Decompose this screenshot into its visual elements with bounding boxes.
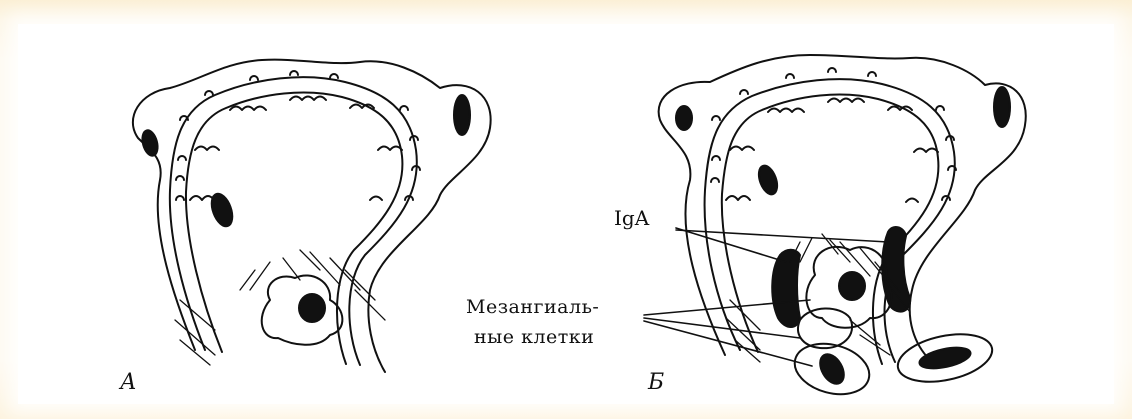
- panel-a-mesangial-nucleus: [299, 294, 325, 322]
- panel-a-podocyte-nucleus-left: [140, 129, 160, 158]
- panel-b-podocyte-nucleus-right: [994, 87, 1010, 127]
- panel-a-podocyte-nucleus-right: [454, 95, 470, 135]
- panel-b-foot-processes: [711, 68, 956, 200]
- panel-a-capillary-loop: [133, 60, 491, 372]
- mesangial-cells-label-line1: Мезангиаль-: [466, 296, 599, 318]
- panel-a-label: А: [120, 370, 137, 395]
- panel-b-capillary-loop: [659, 55, 1026, 402]
- panel-b-mesangial-nucleus: [839, 272, 865, 300]
- mesangial-cells-label-line2: ные клетки: [474, 326, 594, 348]
- panel-b-endothelial-nucleus: [755, 163, 780, 197]
- panel-a-foot-processes: [176, 71, 420, 200]
- panel-b-endothelium: [726, 99, 938, 203]
- panel-b-podocyte-nucleus-left: [676, 106, 692, 130]
- panel-a-endothelium: [190, 97, 402, 201]
- panel-b-cell-bottom-right-nucleus: [918, 344, 973, 372]
- panel-b-label: Б: [648, 370, 664, 395]
- mesangial-leader-3: [644, 321, 812, 366]
- panel-b-cell-bottom-left-nucleus: [815, 350, 848, 388]
- iga-label: IgA: [614, 206, 649, 230]
